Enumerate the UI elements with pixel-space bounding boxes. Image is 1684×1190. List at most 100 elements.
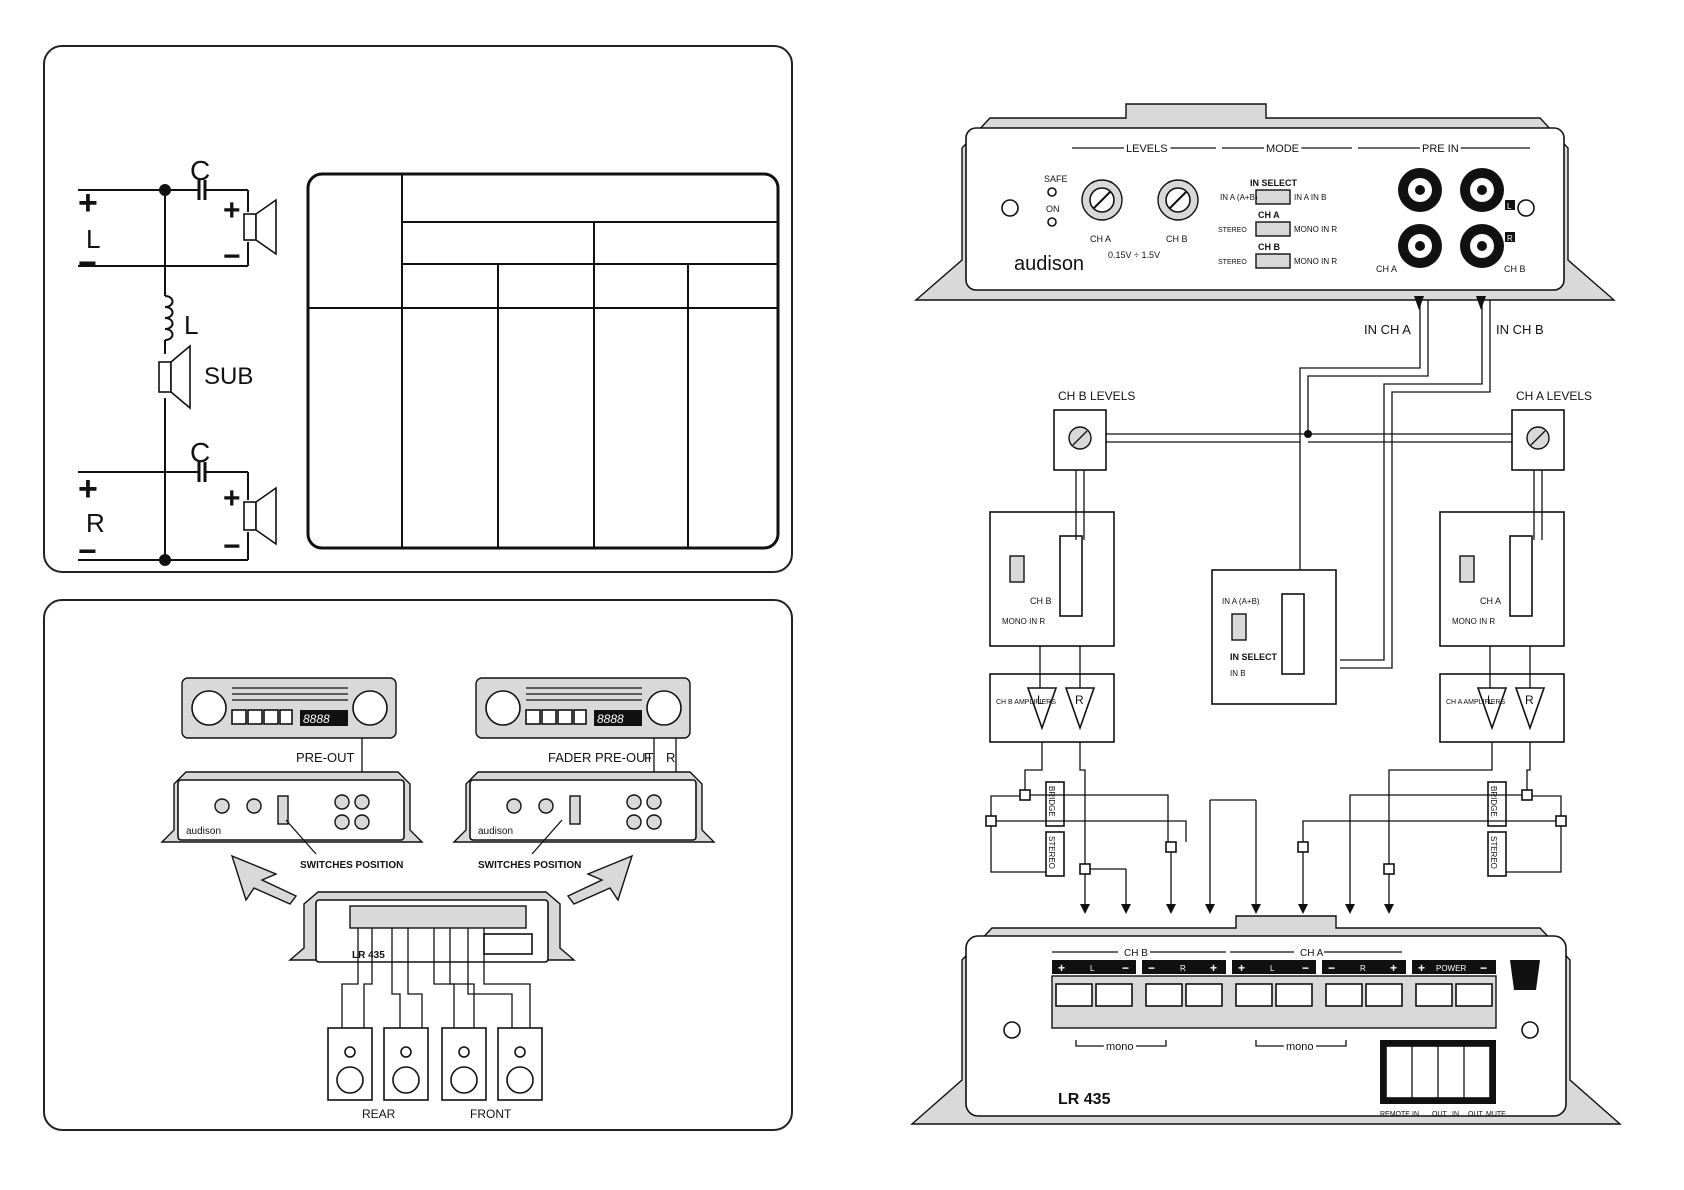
front-label: FRONT: [470, 1107, 512, 1121]
mini-brand-right: audison: [478, 826, 513, 837]
pre-in-header: PRE IN: [1422, 143, 1459, 155]
speaker-terminals: [1051, 975, 1497, 1029]
mute-label: MUTE: [1486, 1111, 1506, 1118]
remote-in-label: IN: [1412, 1111, 1419, 1118]
in-select-label: IN SELECT: [1250, 178, 1298, 188]
ch-b-amplifiers-label: CH B AMPLIFIERS: [996, 699, 1056, 706]
mini-brand-left: audison: [186, 826, 221, 837]
cap-top-label: C: [190, 155, 210, 186]
terminal-7[interactable]: [1325, 983, 1363, 1007]
terminal-header-b-r: [1142, 960, 1226, 974]
term-b-l-minus: −: [1122, 961, 1129, 975]
ch-a-bridge-label: BRIDGE: [1489, 786, 1498, 817]
terminal-4[interactable]: [1185, 983, 1223, 1007]
switches-position-right: SWITCHES POSITION: [478, 860, 581, 871]
knob-a-caption: CH A: [1090, 234, 1111, 244]
term-b-l-l: L: [1090, 964, 1095, 973]
rear-label: REAR: [362, 1107, 396, 1121]
ch-a-amplifiers-box: [1439, 673, 1565, 743]
switches-position-left: SWITCHES POSITION: [300, 860, 403, 871]
speaker-right: [243, 486, 277, 546]
terminal-1[interactable]: [1055, 983, 1093, 1007]
in-ch-b-label: IN CH B: [1496, 322, 1544, 337]
sub-label: SUB: [204, 363, 253, 390]
terminal-6[interactable]: [1275, 983, 1313, 1007]
term-a-r-r: R: [1360, 964, 1366, 973]
terminal-3[interactable]: [1145, 983, 1183, 1007]
setup-panel: 8888 8888 PRE-OUT FADER PRE-OUT F R: [43, 599, 793, 1131]
ch-b-switch-label: CH B: [1030, 596, 1052, 606]
crossover-panel: + L − C + − L SUB C + R − + −: [43, 45, 793, 573]
bottom-ch-a: CH A: [1300, 948, 1324, 959]
ch-b-mode-box: [989, 511, 1115, 647]
term-b-l-plus: +: [1058, 961, 1065, 975]
terminal-5[interactable]: [1235, 983, 1273, 1007]
brand-logo-icon: [1510, 960, 1540, 990]
ch-b-amp-r: R: [1075, 693, 1084, 707]
ch-a-stereo-label: STEREO: [1489, 836, 1498, 869]
ch-a-bridge-stereo: [1210, 742, 1567, 908]
jack-r-label: R: [1507, 234, 1513, 243]
pre-out-label: PRE-OUT: [296, 750, 355, 765]
safe-led-icon: [1047, 187, 1057, 197]
amp-bottom-panel: CH B CH A + L − − R + + L − − R + + POWE…: [910, 915, 1622, 1125]
signal-schematic: IN CH A IN CH B CH B LEVELS CH A LEVELS: [985, 296, 1592, 914]
ch-b-amp-l: L: [1037, 693, 1044, 707]
terminal-header-power: [1412, 960, 1496, 974]
right-label: R: [86, 508, 105, 538]
level-knob-ch-a[interactable]: [1081, 179, 1123, 221]
ch-a-switch-label: CH A: [1480, 596, 1501, 606]
ch-a-mode-box: [1439, 511, 1565, 647]
rca-jack-a-right-icon[interactable]: [1398, 224, 1442, 268]
right-plus: +: [78, 470, 98, 508]
level-knob-ch-b[interactable]: [1157, 179, 1199, 221]
ch-a-amplifiers-label: CH A AMPLIFIERS: [1446, 699, 1505, 706]
terminal-2[interactable]: [1095, 983, 1133, 1007]
ch-b-mode-switch[interactable]: [1255, 253, 1291, 269]
coil-inductor: [164, 295, 174, 341]
rear-speaker-left: [327, 1027, 373, 1101]
terminal-header-a-l: [1232, 960, 1316, 974]
knob-b-caption: CH B: [1166, 234, 1188, 244]
terminal-header-a-r: [1322, 960, 1406, 974]
level-range: 0.15V ÷ 1.5V: [1108, 250, 1160, 260]
term-b-r-r: R: [1180, 964, 1186, 973]
terminal-10[interactable]: [1455, 983, 1493, 1007]
ch-a-amp-r: R: [1525, 693, 1534, 707]
jack-l-tag: [1505, 200, 1515, 210]
term-power-label: POWER: [1436, 964, 1466, 973]
ch-b-levels-label: CH B LEVELS: [1058, 389, 1135, 403]
ch-a-levels-label: CH A LEVELS: [1516, 389, 1592, 403]
capacitor-top: [197, 180, 207, 200]
mono-label-b: mono: [1106, 1041, 1134, 1053]
term-b-r-plus: +: [1210, 961, 1217, 975]
output-arrowheads: [1080, 904, 1394, 914]
remote-out-label: OUT: [1432, 1111, 1448, 1118]
term-a-r-minus: −: [1328, 961, 1335, 975]
safe-label: SAFE: [1044, 174, 1068, 184]
rca-jack-a-left-icon[interactable]: [1398, 168, 1442, 212]
term-a-r-plus: +: [1390, 961, 1397, 975]
left-minus: −: [78, 245, 97, 281]
terminal-8[interactable]: [1365, 983, 1403, 1007]
term-b-r-minus: −: [1148, 961, 1155, 975]
fader-pre-out-label: FADER PRE-OUT: [548, 750, 654, 765]
on-label: ON: [1046, 204, 1060, 214]
rca-jack-b-right-icon[interactable]: [1460, 224, 1504, 268]
mute-out-label: OUT: [1468, 1111, 1484, 1118]
in-ch-a-label: IN CH A: [1364, 322, 1411, 337]
term-power-minus: −: [1480, 961, 1487, 975]
remote-mute-connector[interactable]: [1380, 1040, 1496, 1104]
ch-a-amp-l: L: [1487, 693, 1494, 707]
in-select-switch[interactable]: [1255, 189, 1291, 205]
spk-right-minus: −: [223, 530, 241, 563]
ch-a-mode-switch[interactable]: [1255, 221, 1291, 237]
mini-amp-left: audison: [160, 771, 424, 843]
mono-a-label: MONO IN R: [1294, 225, 1337, 234]
component-value-table: [306, 172, 780, 550]
spk-left-plus: +: [223, 194, 241, 227]
rca-jack-b-left-icon[interactable]: [1460, 168, 1504, 212]
terminal-9[interactable]: [1415, 983, 1453, 1007]
spk-right-plus: +: [223, 482, 241, 515]
